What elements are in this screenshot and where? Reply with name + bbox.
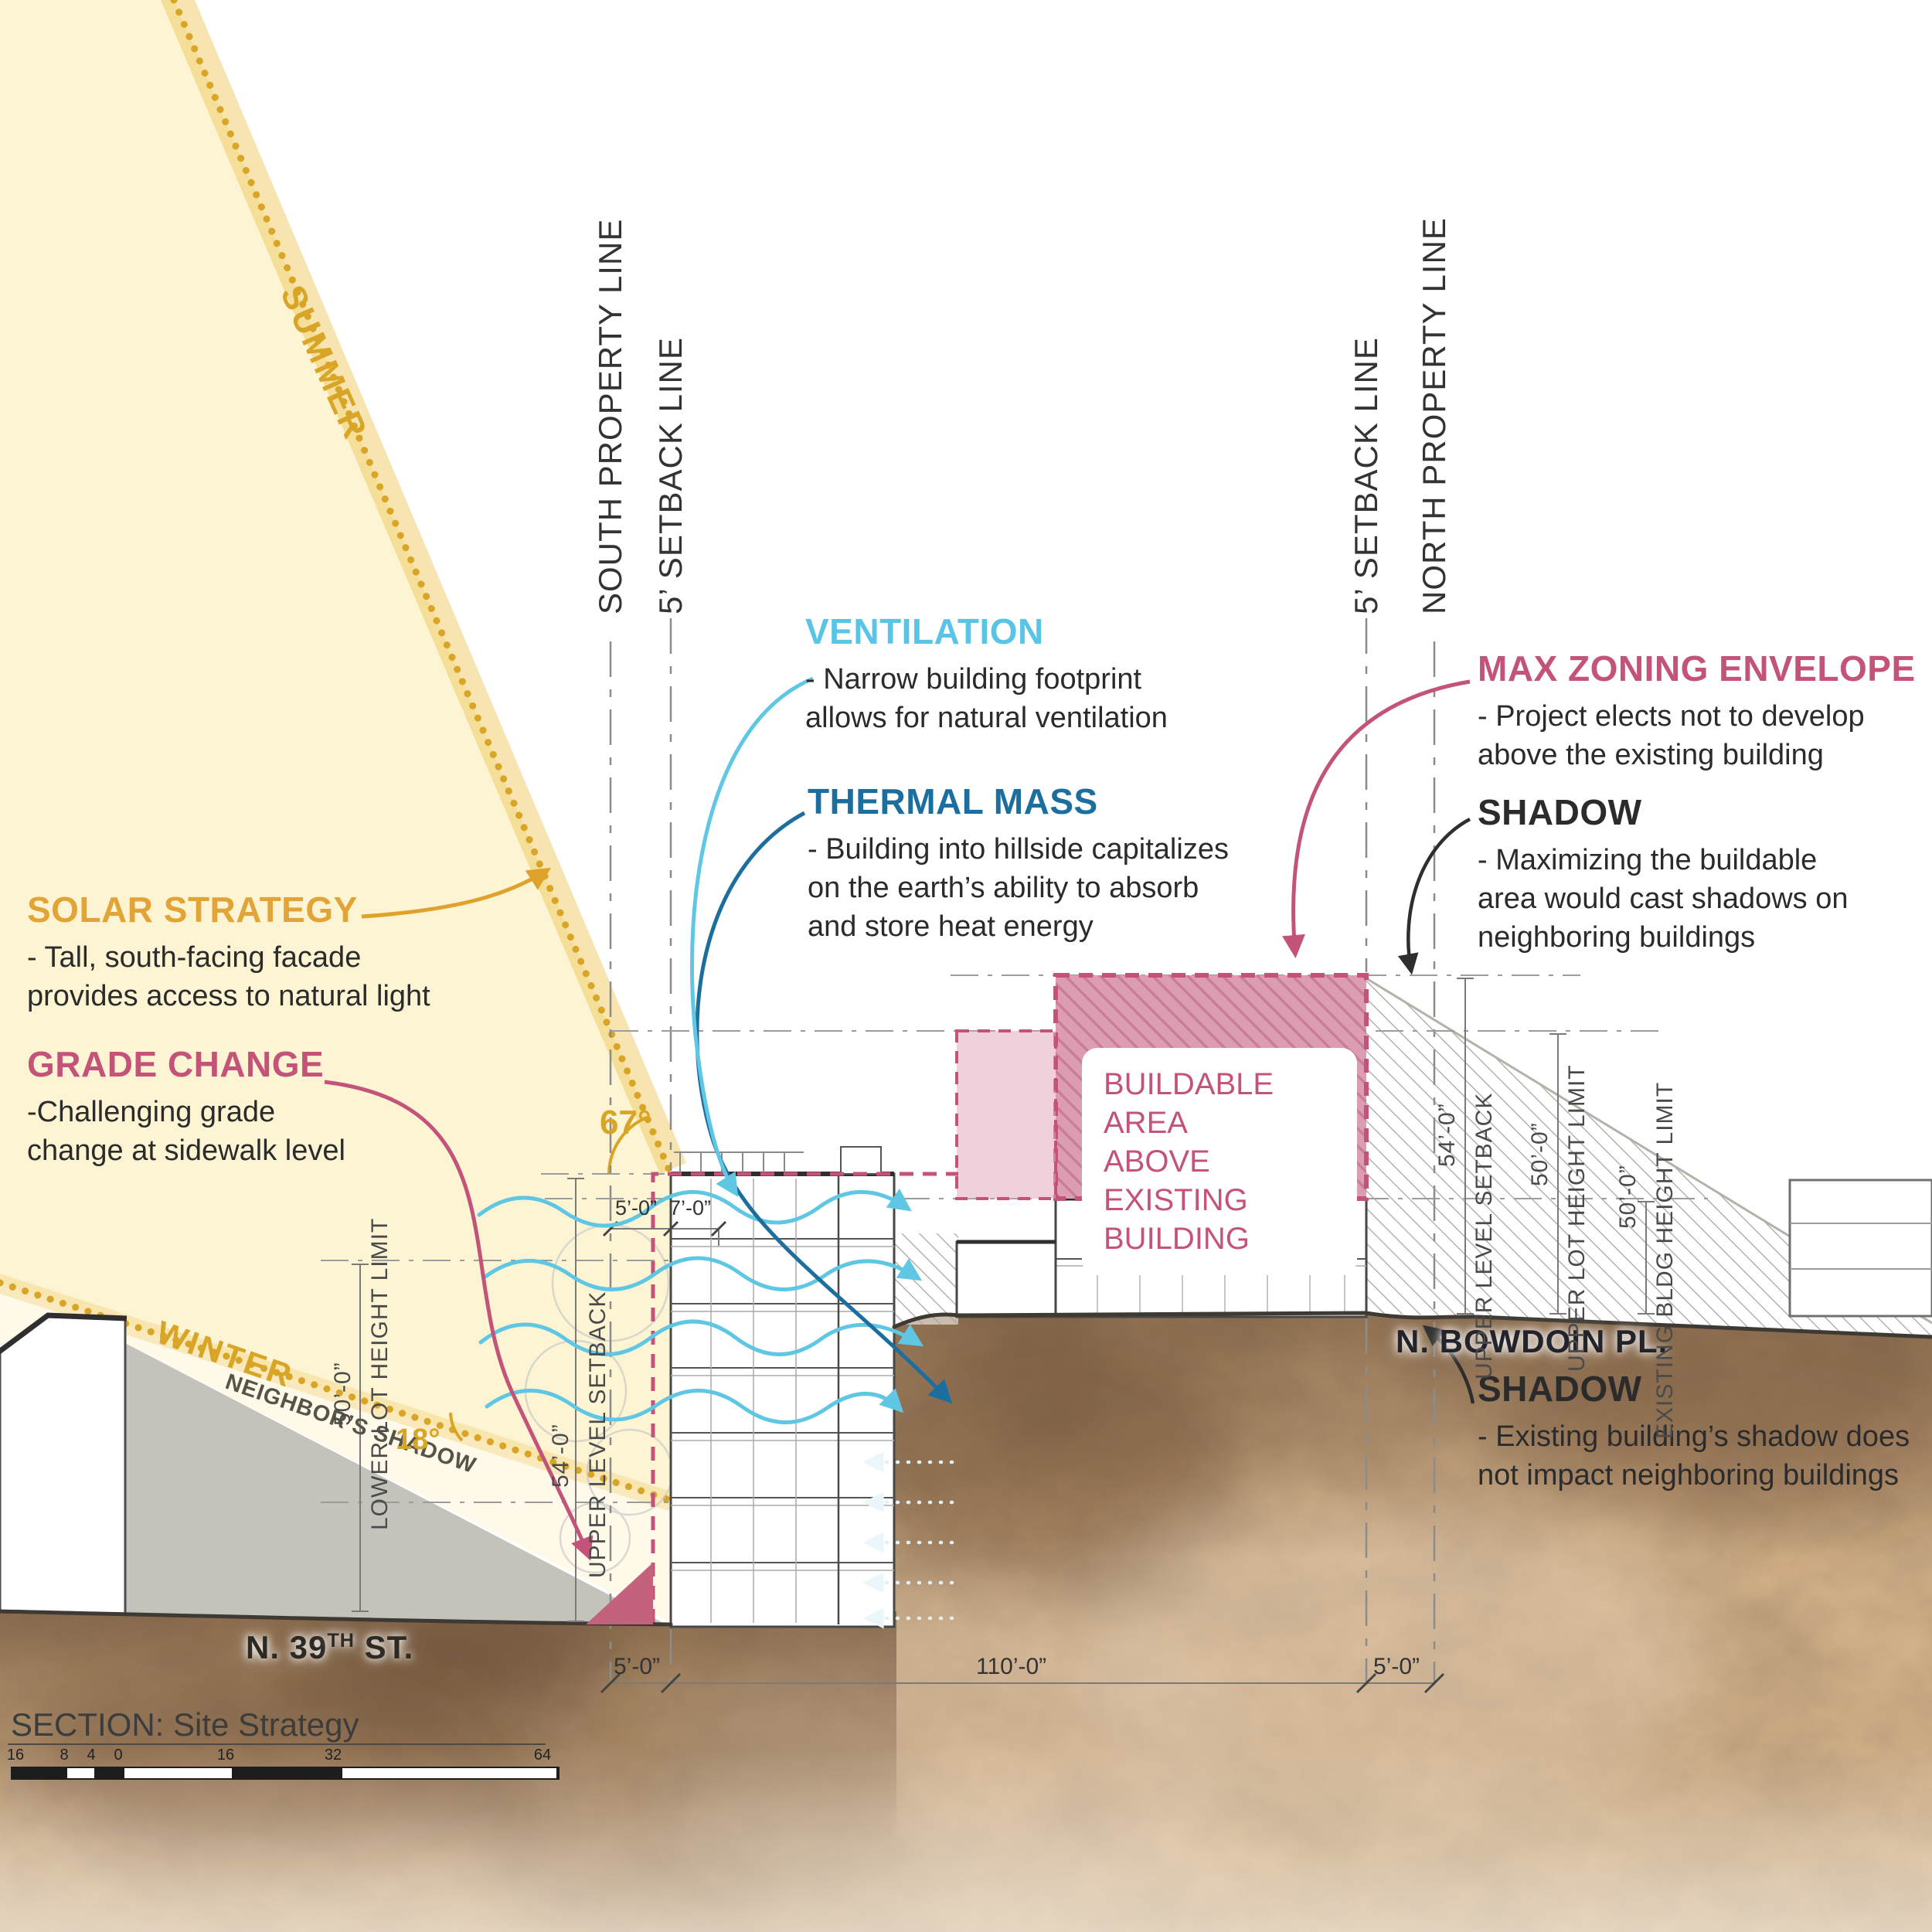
note-shadow-top-body: - Maximizing the buildable area would ca… — [1478, 844, 1849, 954]
neighbor-shadow-area — [122, 1342, 663, 1623]
dim-existing-bldg-height-label: EXISTING BLDG HEIGHT LIMIT — [1652, 1081, 1678, 1439]
note-thermal-mass: THERMAL MASS - Building into hillside ca… — [808, 781, 1310, 946]
zoning-leader — [1282, 679, 1471, 958]
note-grade-change: GRADE CHANGE -Challenging grade change a… — [27, 1043, 460, 1170]
note-solar-strategy-title: SOLAR STRATEGY — [27, 889, 358, 930]
ventilation-arrows — [477, 1188, 924, 1424]
dim-bottom-left-5ft: 5’-0” — [614, 1654, 661, 1679]
dim-bottom-110ft: 110’-0” — [976, 1654, 1047, 1679]
ground-soil — [0, 1313, 1932, 1932]
street-left-sup: TH — [327, 1630, 355, 1651]
envelope-left-wing — [955, 1029, 1057, 1200]
far-right-building — [1788, 1179, 1932, 1318]
ground-surface-lines — [0, 1311, 1932, 1627]
dimension-lines — [352, 978, 1655, 1684]
title-rule — [8, 1743, 546, 1745]
note-grade-change-title: GRADE CHANGE — [27, 1044, 325, 1084]
envelope-dashed-outline — [651, 1172, 958, 1623]
dim-upper-setback-left-label: UPPER LEVEL SETBACK — [585, 1291, 611, 1578]
scale-num-0: 0 — [114, 1747, 123, 1764]
dim-existing-bldg-height-value: 50’-0” — [1615, 1165, 1641, 1229]
neighbor-building — [0, 1312, 128, 1615]
label-north-property-line: NORTH PROPERTY LINE — [1416, 217, 1452, 614]
street-left-prefix: N. 39 — [246, 1629, 328, 1665]
scale-num-8: 8 — [60, 1747, 69, 1764]
solar-leader — [361, 867, 552, 919]
note-shadow-bottom-title: SHADOW — [1478, 1369, 1642, 1409]
leader-lines — [324, 676, 1475, 1561]
winter-angle-arc — [449, 1412, 464, 1442]
dim-upper-lot-height-label: UPPER LOT HEIGHT LIMIT — [1564, 1064, 1590, 1372]
scale-num-32: 32 — [324, 1747, 342, 1764]
earth-arrows — [862, 1451, 954, 1629]
grade-leader — [324, 1080, 594, 1561]
note-max-zoning: MAX ZONING ENVELOPE - Project elects not… — [1478, 648, 1930, 774]
street-right-label: N. BOWDOIN PL. — [1396, 1323, 1668, 1359]
note-thermal-mass-body: - Building into hillside capitalizes on … — [808, 833, 1229, 944]
dim-upper-setback-left-value: 54’-0” — [548, 1423, 573, 1488]
note-solar-strategy: SOLAR STRATEGY - Tall, south-facing faca… — [27, 889, 506, 1015]
street-left-suffix: ST. — [354, 1629, 414, 1665]
note-max-zoning-body: - Project elects not to develop above th… — [1478, 700, 1865, 772]
dim-upper-setback-right-label: UPPER LEVEL SETBACK — [1471, 1092, 1497, 1379]
dim-bottom-right-5ft: 5’-0” — [1373, 1654, 1420, 1679]
note-shadow-bottom-body: - Existing building’s shadow does not im… — [1478, 1420, 1910, 1492]
note-max-zoning-title: MAX ZONING ENVELOPE — [1478, 648, 1916, 689]
label-south-setback-line: 5’ SETBACK LINE — [652, 337, 689, 614]
drawing-title: SECTION: Site Strategy — [11, 1706, 359, 1743]
note-shadow-top-title: SHADOW — [1478, 792, 1642, 832]
dim-upper-setback-right-value: 54’-0” — [1434, 1103, 1460, 1167]
note-shadow-bottom: SHADOW - Existing building’s shadow does… — [1478, 1368, 1932, 1495]
grade-change-triangle — [586, 1563, 653, 1624]
label-north-setback-line: 5’ SETBACK LINE — [1348, 337, 1384, 614]
winter-angle-label: 18° — [396, 1423, 440, 1456]
shadow-top-leader — [1397, 818, 1471, 975]
summer-ray — [170, 0, 675, 1178]
scale-bar-segments — [11, 1767, 560, 1780]
shadow-bottom-leader — [1422, 1325, 1475, 1404]
dim-lower-lot-height-value: 50’-0” — [330, 1362, 355, 1426]
solar-wedge — [0, 0, 686, 1623]
note-shadow-top: SHADOW - Maximizing the buildable area w… — [1478, 791, 1930, 957]
dim-top-7ft: 7’-0” — [669, 1196, 712, 1219]
scale-num-64: 64 — [533, 1747, 552, 1764]
dim-top-5ft: 5’-0” — [615, 1196, 658, 1219]
street-left-label: N. 39TH ST. — [246, 1629, 413, 1666]
scale-num-16L: 16 — [6, 1747, 25, 1764]
note-grade-change-body: -Challenging grade change at sidewalk le… — [27, 1096, 345, 1168]
reference-lines — [609, 618, 1436, 1685]
graphic-scale-bar: 16 8 4 0 16 32 64 — [7, 1747, 560, 1782]
note-ventilation-title: VENTILATION — [805, 611, 1044, 651]
scale-num-16R: 16 — [216, 1747, 235, 1764]
note-solar-strategy-body: - Tall, south-facing facade provides acc… — [27, 941, 430, 1013]
scale-num-4: 4 — [87, 1747, 96, 1764]
label-south-property-line: SOUTH PROPERTY LINE — [592, 218, 628, 614]
note-thermal-mass-title: THERMAL MASS — [808, 781, 1098, 821]
dim-lower-lot-height-label: LOWER LOT HEIGHT LIMIT — [367, 1217, 393, 1530]
summer-angle-label: 67° — [600, 1104, 651, 1141]
note-ventilation: VENTILATION - Narrow building footprint … — [805, 611, 1269, 737]
note-ventilation-body: - Narrow building footprint allows for n… — [805, 663, 1168, 735]
dim-upper-lot-height-value: 50’-0” — [1527, 1122, 1553, 1186]
shadow-hatch-between-buildings — [894, 1233, 958, 1325]
ventilation-leader — [689, 676, 814, 1198]
buildable-area-label: BUILDABLE AREA ABOVE EXISTING BUILDING — [1082, 1048, 1357, 1275]
